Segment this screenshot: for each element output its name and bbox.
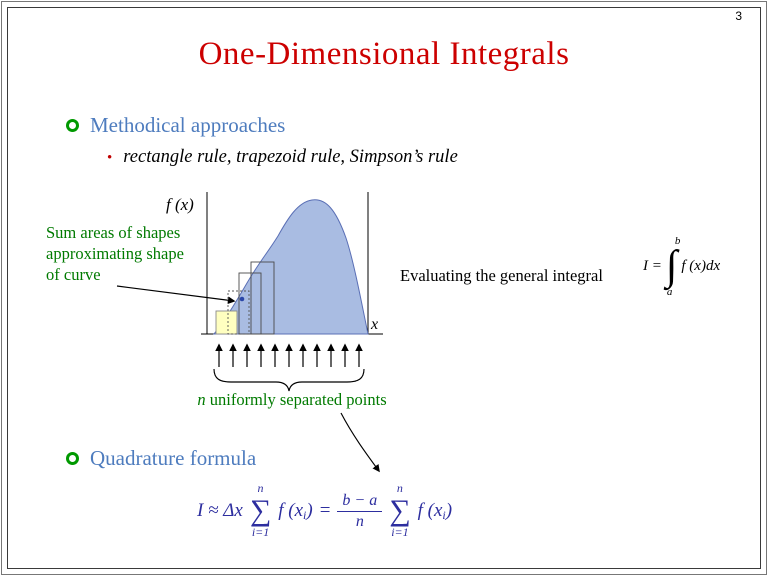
sigma-sign: ∑ (389, 494, 411, 527)
slide-title: One-Dimensional Integrals (198, 36, 570, 72)
circle-bullet-icon (66, 119, 79, 132)
approx-rect (250, 261, 275, 335)
sum-term: f (xi) (278, 500, 312, 523)
sum-operator: n ∑ i=1 (389, 481, 411, 540)
equals-sign: = (319, 500, 331, 521)
note-line: Sum areas of shapes (46, 223, 181, 242)
curve-area (212, 199, 369, 335)
sum-term: f (xi) (418, 500, 452, 523)
fx-axis-label: f (x) (166, 195, 194, 214)
general-integral-formula: I = b ∫ a f (x)dx (643, 235, 720, 298)
yellow-rect (215, 310, 238, 335)
integral-lower-limit: a (666, 285, 673, 298)
sum-areas-note: Sum areas of shapes approximating shape … (46, 222, 184, 285)
sample-point-arrows (215, 343, 363, 367)
page-number: 3 (735, 9, 742, 23)
sigma-sign: ∑ (249, 494, 272, 527)
bullet-methodical-approaches: Methodical approaches (66, 113, 285, 138)
term-post: ) (445, 499, 453, 521)
term-subscript: i (442, 507, 446, 522)
points-note-text: uniformly separated points (205, 390, 387, 409)
x-axis-label: x (371, 316, 379, 333)
fraction: b − a n (337, 491, 383, 531)
term-subscript: i (303, 507, 307, 522)
approx-rect (238, 272, 262, 335)
note-line: of curve (46, 265, 101, 284)
dotted-rect (227, 290, 250, 335)
fraction-denominator: n (355, 513, 364, 530)
point-marker (239, 296, 245, 302)
sum-lower-limit: i=1 (391, 525, 409, 539)
bullet-methodical-label: Methodical approaches (90, 113, 286, 137)
term-pre: f (x (417, 499, 443, 521)
points-note: n uniformly separated points (170, 390, 414, 410)
note-arrow (116, 285, 236, 304)
sum-upper-limit: n (396, 481, 403, 496)
formula-lhs: I ≈ Δx (197, 500, 243, 521)
axes (201, 192, 383, 335)
integral-lhs: I = (643, 257, 662, 274)
term-pre: f (x (278, 499, 304, 521)
general-integral-lead: Evaluating the general integral (400, 266, 603, 285)
bullet-quadrature-label: Quadrature formula (90, 446, 257, 470)
sum-upper-limit: n (257, 481, 264, 496)
sub-bullet-label: rectangle rule, trapezoid rule, Simpson’… (123, 147, 458, 167)
points-note-n: n (197, 390, 206, 409)
integrand: f (x)dx (681, 257, 721, 274)
sum-lower-limit: i=1 (251, 525, 270, 539)
integral-upper-limit: b (674, 235, 681, 247)
note-line: approximating shape (46, 244, 184, 263)
bullet-quadrature-formula: Quadrature formula (66, 446, 256, 471)
approximating-shapes (215, 261, 275, 335)
dot-bullet-icon: • (107, 150, 113, 166)
circle-bullet-icon (66, 452, 79, 465)
integral-with-limits: b ∫ a (665, 235, 681, 298)
sum-operator: n ∑ i=1 (249, 481, 272, 540)
quadrature-formula: I ≈ Δx n ∑ i=1 f (xi) = b − a n n ∑ i=1 … (197, 476, 452, 546)
integral-sign: ∫ (665, 243, 678, 290)
term-post: ) (306, 499, 313, 521)
sub-bullet-rules: • rectangle rule, trapezoid rule, Simpso… (107, 147, 458, 168)
brace (213, 368, 365, 392)
fraction-numerator: b − a (337, 491, 383, 512)
formula-arrow (340, 412, 380, 473)
